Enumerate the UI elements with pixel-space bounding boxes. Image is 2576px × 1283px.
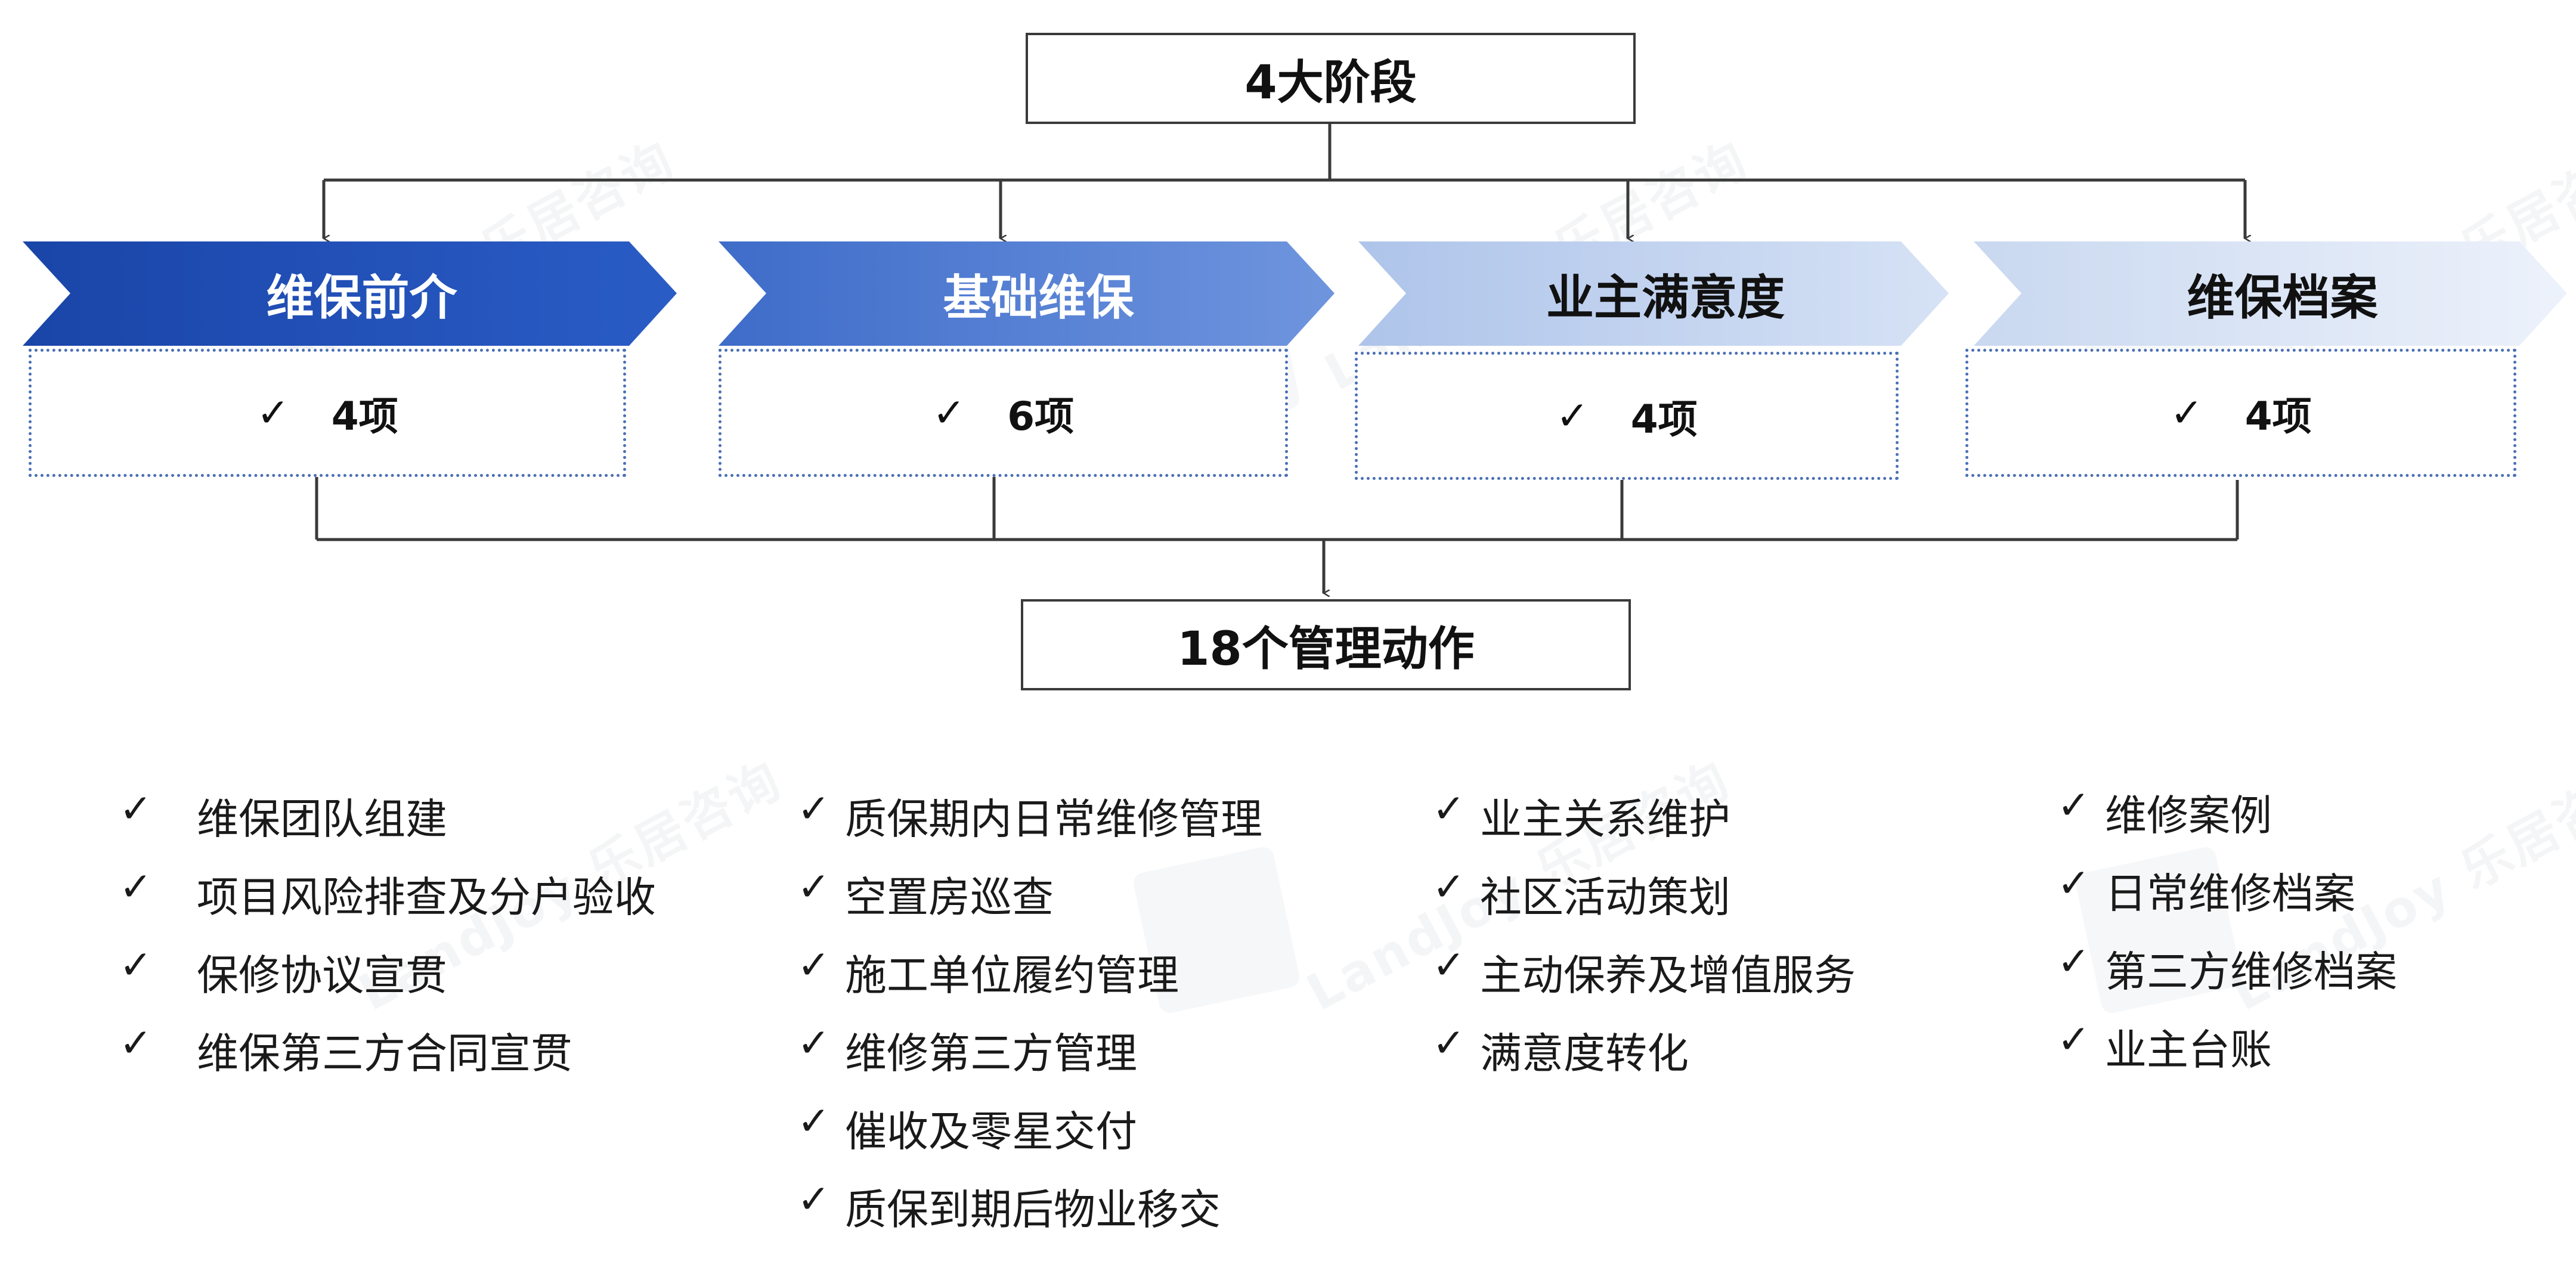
stage-3-action-list: ✓业主关系维护 ✓社区活动策划 ✓主动保养及增值服务 ✓满意度转化 bbox=[1432, 786, 1856, 1098]
list-item: ✓满意度转化 bbox=[1432, 1020, 1689, 1078]
check-icon: ✓ bbox=[2057, 938, 2091, 984]
stage-2-action-list: ✓质保期内日常维修管理 ✓空置房巡查 ✓施工单位履约管理 ✓维修第三方管理 ✓催… bbox=[797, 786, 1262, 1254]
check-icon: ✓ bbox=[2170, 390, 2203, 436]
check-icon: ✓ bbox=[119, 786, 153, 832]
stage-3-count-card: ✓ 4项 bbox=[1355, 352, 1899, 480]
check-icon: ✓ bbox=[2057, 1017, 2091, 1062]
stage-2-count-card: ✓ 6项 bbox=[719, 349, 1288, 477]
list-item: ✓空置房巡查 bbox=[797, 864, 1054, 922]
list-item: ✓维保团队组建 bbox=[119, 786, 447, 844]
check-icon: ✓ bbox=[1556, 393, 1589, 439]
check-icon: ✓ bbox=[797, 786, 831, 832]
check-icon: ✓ bbox=[119, 1020, 153, 1066]
check-icon: ✓ bbox=[797, 942, 831, 988]
stage-4-label-wrap: 维保档案 bbox=[1974, 241, 2567, 346]
check-icon: ✓ bbox=[932, 390, 966, 436]
list-item: ✓主动保养及增值服务 bbox=[1432, 942, 1856, 1000]
stage-1-count: 4项 bbox=[331, 393, 398, 439]
list-item: ✓业主台账 bbox=[2057, 1017, 2272, 1074]
stages-title-box: 4大阶段 bbox=[1026, 33, 1636, 124]
list-item: ✓日常维修档案 bbox=[2057, 860, 2355, 918]
stage-2-count: 6项 bbox=[1007, 393, 1075, 439]
stage-3-title: 业主满意度 bbox=[1546, 269, 1785, 326]
stage-3-count: 4项 bbox=[1630, 396, 1698, 442]
stage-3-label-wrap: 业主满意度 bbox=[1358, 241, 1949, 346]
check-icon: ✓ bbox=[797, 1098, 831, 1144]
check-icon: ✓ bbox=[797, 864, 831, 910]
list-item: ✓维修第三方管理 bbox=[797, 1020, 1137, 1078]
check-icon: ✓ bbox=[1432, 786, 1466, 832]
list-item: ✓质保到期后物业移交 bbox=[797, 1176, 1221, 1234]
stage-1-label-wrap: 维保前介 bbox=[23, 241, 677, 346]
check-icon: ✓ bbox=[1432, 1020, 1466, 1066]
stage-1-action-list: ✓维保团队组建 ✓项目风险排查及分户验收 ✓保修协议宣贯 ✓维保第三方合同宣贯 bbox=[119, 786, 656, 1098]
list-item: ✓业主关系维护 bbox=[1432, 786, 1730, 844]
check-icon: ✓ bbox=[2057, 782, 2091, 828]
stage-4-count: 4项 bbox=[2244, 393, 2312, 439]
stage-4-action-list: ✓维修案例 ✓日常维修档案 ✓第三方维修档案 ✓业主台账 bbox=[2057, 782, 2397, 1095]
list-item: ✓催收及零星交付 bbox=[797, 1098, 1137, 1156]
stage-4-count-card: ✓ 4项 bbox=[1965, 349, 2516, 477]
check-icon: ✓ bbox=[119, 864, 153, 910]
check-icon: ✓ bbox=[797, 1020, 831, 1066]
check-icon: ✓ bbox=[256, 390, 290, 436]
check-icon: ✓ bbox=[1432, 864, 1466, 910]
check-icon: ✓ bbox=[119, 942, 153, 988]
list-item: ✓项目风险排查及分户验收 bbox=[119, 864, 656, 922]
list-item: ✓维修案例 bbox=[2057, 782, 2272, 840]
stage-2-label-wrap: 基础维保 bbox=[719, 241, 1335, 346]
stage-4-title: 维保档案 bbox=[2187, 269, 2378, 326]
actions-title: 18个管理动作 bbox=[1177, 622, 1475, 676]
list-item: ✓保修协议宣贯 bbox=[119, 942, 447, 1000]
list-item: ✓第三方维修档案 bbox=[2057, 938, 2397, 996]
check-icon: ✓ bbox=[797, 1176, 831, 1222]
list-item: ✓社区活动策划 bbox=[1432, 864, 1730, 922]
stage-1-count-card: ✓ 4项 bbox=[29, 349, 626, 477]
actions-title-box: 18个管理动作 bbox=[1021, 599, 1631, 690]
list-item: ✓维保第三方合同宣贯 bbox=[119, 1020, 572, 1078]
list-item: ✓施工单位履约管理 bbox=[797, 942, 1179, 1000]
stage-2-title: 基础维保 bbox=[943, 269, 1134, 326]
list-item: ✓质保期内日常维修管理 bbox=[797, 786, 1262, 844]
check-icon: ✓ bbox=[2057, 860, 2091, 906]
check-icon: ✓ bbox=[1432, 942, 1466, 988]
stages-title: 4大阶段 bbox=[1244, 55, 1417, 110]
stage-1-title: 维保前介 bbox=[266, 269, 457, 326]
